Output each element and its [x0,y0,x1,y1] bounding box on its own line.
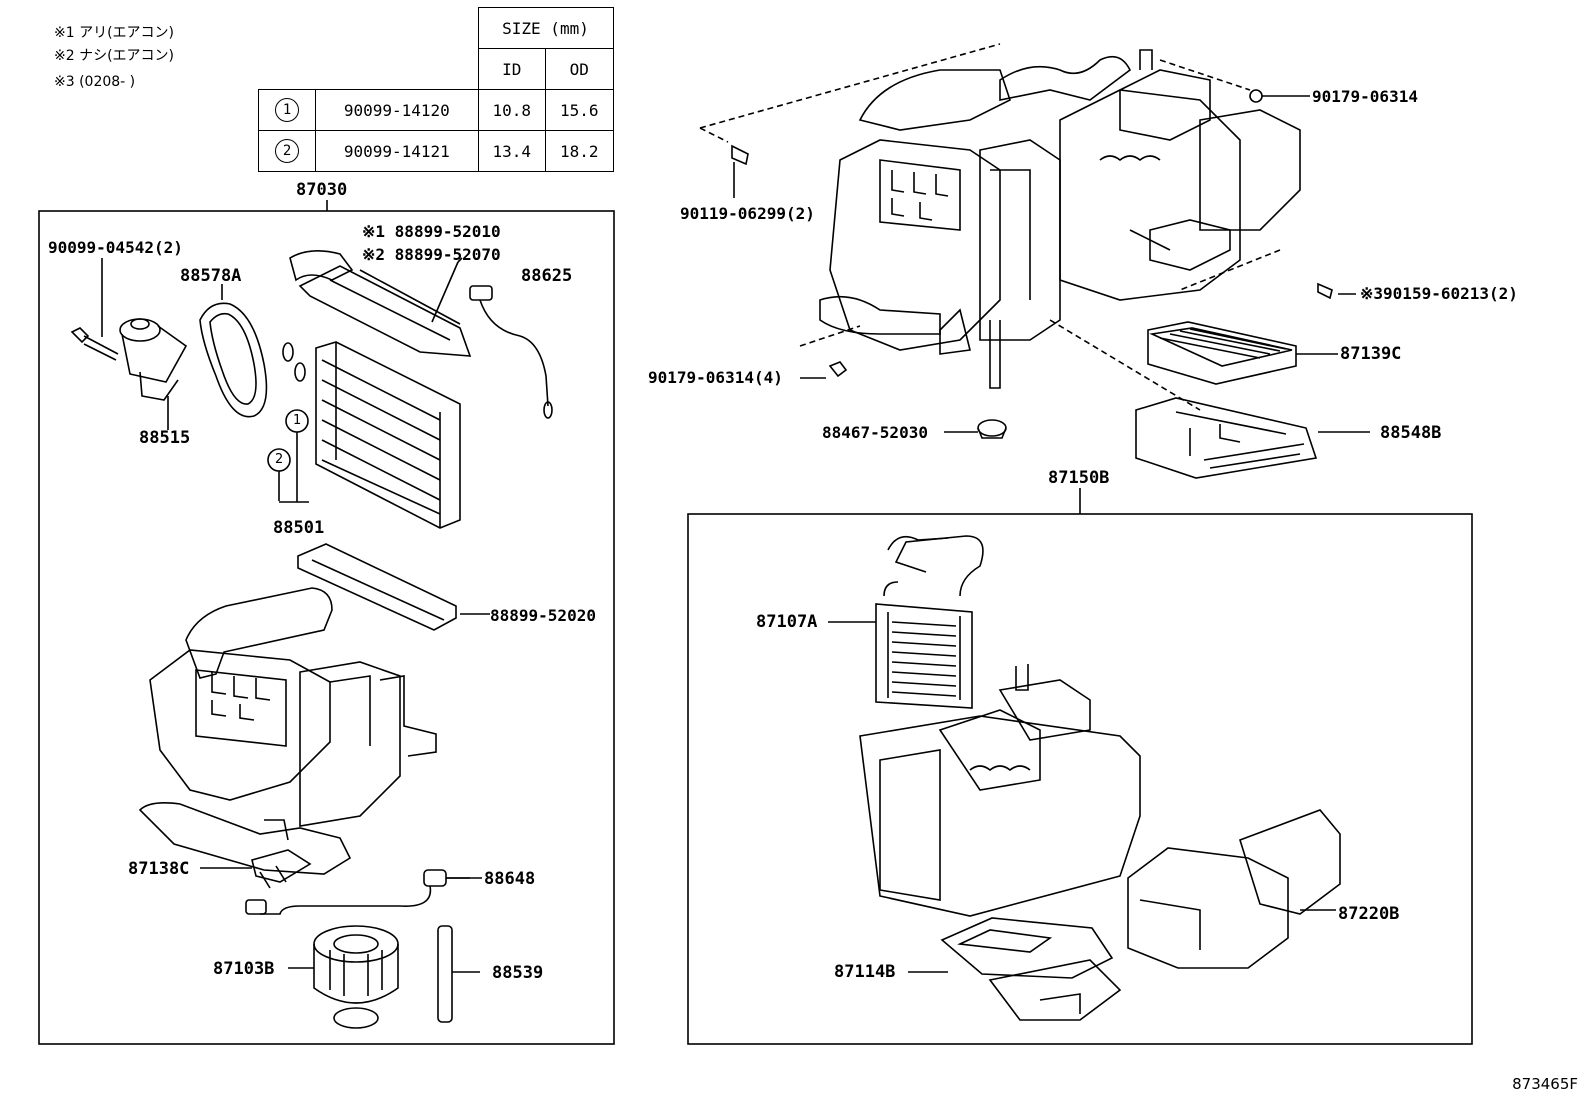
part-label-88625[interactable]: 88625 [521,266,573,286]
filter-88899-52020-drawing [297,543,490,631]
part-label-90179-06314-b[interactable]: 90179-06314(4) [648,368,783,387]
part-label-88899-52020[interactable]: 88899-52020 [490,606,596,625]
col-id-header: ID [477,48,546,90]
grommet-88467-52030-drawing [944,419,1007,439]
col-od-header: OD [545,48,614,90]
part-label-90179-06314-a[interactable]: 90179-06314 [1312,87,1418,106]
table-row: 1 90099-14120 10.8 15.6 [257,89,614,131]
part-label-87103b[interactable]: 87103B [213,959,275,979]
case-88548b-drawing [1135,397,1370,479]
clip-90179-06314-b-drawing [800,361,848,379]
clip-90179-06314-a-drawing [1249,89,1310,103]
part-label-88899-52010[interactable]: ※1 88899-52010 [362,222,501,241]
assembly-title-87030[interactable]: 87030 [296,180,348,200]
row-mark: 2 [257,130,317,172]
blower-motor-87103b-drawing [288,925,399,1029]
screw-90099-04542-drawing [70,258,119,361]
seal-88578a-drawing [199,284,268,418]
sensor-88625-drawing [469,285,553,419]
part-label-87107a[interactable]: 87107A [756,612,818,632]
size-table: SIZE (mm) ID OD 1 90099-14120 10.8 15.6 … [257,7,614,172]
row-od-value: 18.2 [545,130,614,172]
part-label-88467-52030[interactable]: 88467-52030 [822,423,928,442]
row-mark: 1 [257,89,317,131]
part-label-90159-60213[interactable]: ※390159-60213(2) [1360,284,1518,303]
marker-2: 2 [275,452,284,467]
tube-88539-drawing [437,925,480,1023]
part-label-87138c[interactable]: 87138C [128,859,190,879]
evaporator-88501-drawing [267,341,461,529]
figure-code: 873465F [1512,1075,1578,1093]
row-id-value: 10.8 [477,89,546,131]
note-3: ※3 (0208- ) [54,74,136,90]
part-label-90099-04542[interactable]: 90099-04542(2) [48,238,183,257]
resistor-87138c-drawing [200,849,312,889]
table-corner [258,7,479,90]
row-od-value: 15.6 [545,89,614,131]
part-label-88899-52070[interactable]: ※2 88899-52070 [362,245,501,264]
duct-87114b-drawing [908,917,1122,1021]
marker-1: 1 [293,413,302,428]
screw-90159-60213-drawing [1317,282,1356,300]
assembly-title-87150b[interactable]: 87150B [1048,468,1110,488]
heater-core-87107a-drawing [828,535,984,709]
part-label-88648[interactable]: 88648 [484,869,536,889]
screw-90119-06299-drawing [731,144,749,198]
assembly-box-87150b [687,513,1473,1045]
table-row: 2 90099-14121 13.4 18.2 [257,130,614,172]
row-id-value: 13.4 [477,130,546,172]
part-label-87139c[interactable]: 87139C [1340,344,1402,364]
part-label-87220b[interactable]: 87220B [1338,904,1400,924]
part-label-90119-06299[interactable]: 90119-06299(2) [680,204,815,223]
part-label-87114b[interactable]: 87114B [834,962,896,982]
row-part-number: 90099-14121 [315,130,479,172]
assembly-box-87030 [38,210,615,1045]
heater-unit-assembly-drawing [699,43,1301,411]
note-2: ※2 ナシ(エアコン) [54,48,175,64]
filter-87139c-drawing [1147,321,1338,385]
harness-88648-drawing [245,869,470,915]
note-1: ※1 アリ(エアコン) [54,25,175,41]
blower-housing-left-drawing [138,587,437,875]
control-88515-drawing [119,318,188,425]
part-label-88578a[interactable]: 88578A [180,266,242,286]
size-header: SIZE (mm) [477,7,614,49]
part-label-88515[interactable]: 88515 [139,428,191,448]
row-part-number: 90099-14120 [315,89,479,131]
heater-case-drawing [859,664,1141,917]
part-label-88501[interactable]: 88501 [273,518,325,538]
expansion-valve-drawing [289,250,472,357]
part-label-88548b[interactable]: 88548B [1380,423,1442,443]
part-label-88539[interactable]: 88539 [492,963,544,983]
duct-87220b-drawing [1127,809,1341,969]
